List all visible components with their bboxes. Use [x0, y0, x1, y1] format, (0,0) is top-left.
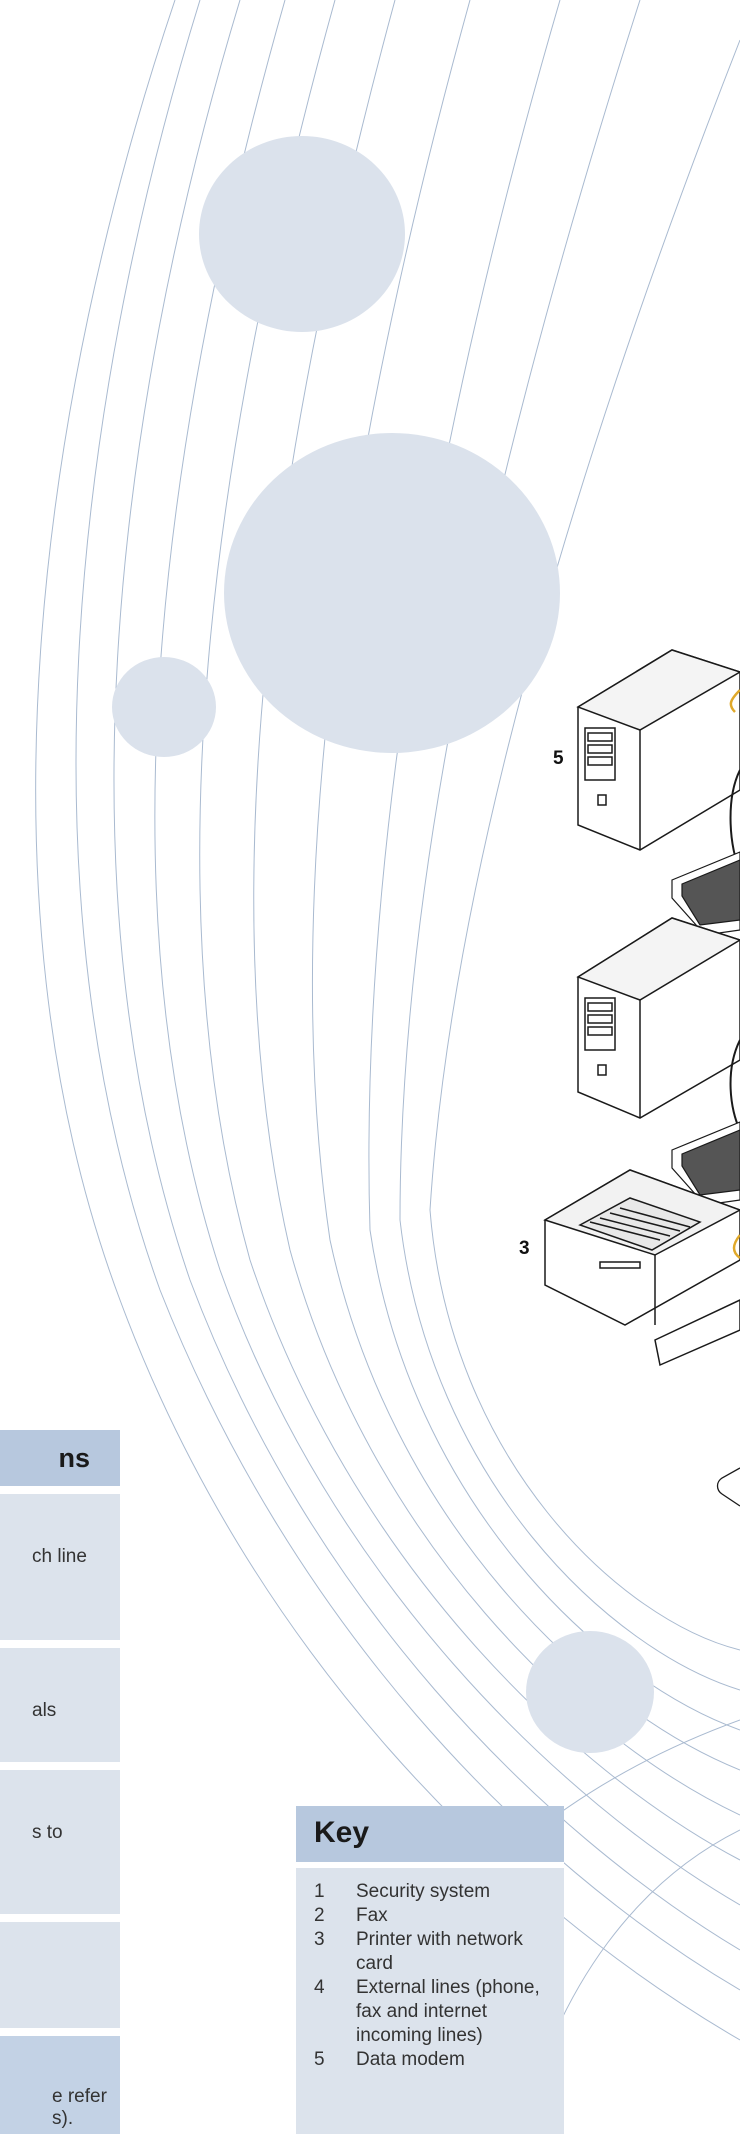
key-item-text: External lines (phone, fax and internet …	[356, 1977, 540, 2046]
left-panel-row: e refer s).	[0, 2036, 120, 2134]
keyboard-icon	[671, 851, 740, 936]
left-panel-header: ns	[0, 1430, 120, 1486]
cable	[729, 689, 740, 713]
left-panel-row: ch line	[0, 1494, 120, 1640]
key-title: Key	[314, 1816, 370, 1849]
arc-line	[368, 0, 740, 1731]
key-item: 1 Security system	[296, 1880, 564, 1904]
arc-line	[113, 0, 740, 1951]
key-item-text: Data modem	[356, 2049, 465, 2070]
key-item: 5 Data modem	[296, 2048, 564, 2072]
key-header: Key	[296, 1806, 564, 1868]
key-item-number: 5	[314, 2049, 325, 2070]
key-item-number: 2	[314, 1905, 325, 1926]
callout-label: 3	[519, 1238, 530, 1259]
bubble	[112, 657, 216, 757]
key-item-number: 4	[314, 1977, 325, 1998]
key-item-text: Fax	[356, 1905, 388, 1926]
key-item: 2 Fax	[296, 1904, 564, 1928]
key-item: 4 External lines (phone, fax and interne…	[296, 1976, 564, 2048]
key-list: 1 Security system 2 Fax 3 Printer with n…	[296, 1880, 564, 2072]
left-panel-row-text: e refer s).	[52, 2086, 107, 2129]
cable	[732, 1234, 740, 1259]
key-item-text: Security system	[356, 1881, 491, 1902]
key-item-number: 3	[314, 1929, 325, 1950]
printer-icon	[543, 1169, 740, 1367]
key-item: 3 Printer with network card	[296, 1928, 564, 1976]
computer-tower-icon	[576, 649, 740, 851]
callout-label: 5	[553, 748, 564, 769]
left-panel-header-fragment: ns	[58, 1443, 90, 1473]
left-panel-row-text: ch line	[32, 1546, 87, 1567]
bubble	[224, 433, 560, 753]
left-panel-row	[0, 1922, 120, 2028]
keyboard-icon	[671, 1121, 740, 1206]
arc-line	[399, 0, 740, 1691]
left-panel-row-text: s to	[32, 1822, 63, 1843]
key-item-text: Printer with network card	[356, 1929, 523, 1974]
bubble	[526, 1631, 654, 1753]
arc-line	[154, 0, 740, 1906]
device-fragment-icon	[716, 1467, 740, 1507]
bubble	[199, 136, 405, 332]
left-panel-row-text: als	[32, 1700, 57, 1721]
key-item-number: 1	[314, 1881, 325, 1902]
arc-line	[429, 39, 740, 1651]
left-panel-row: s to	[0, 1770, 120, 1914]
left-panel-row: als	[0, 1648, 120, 1762]
computer-tower-icon	[576, 917, 740, 1119]
